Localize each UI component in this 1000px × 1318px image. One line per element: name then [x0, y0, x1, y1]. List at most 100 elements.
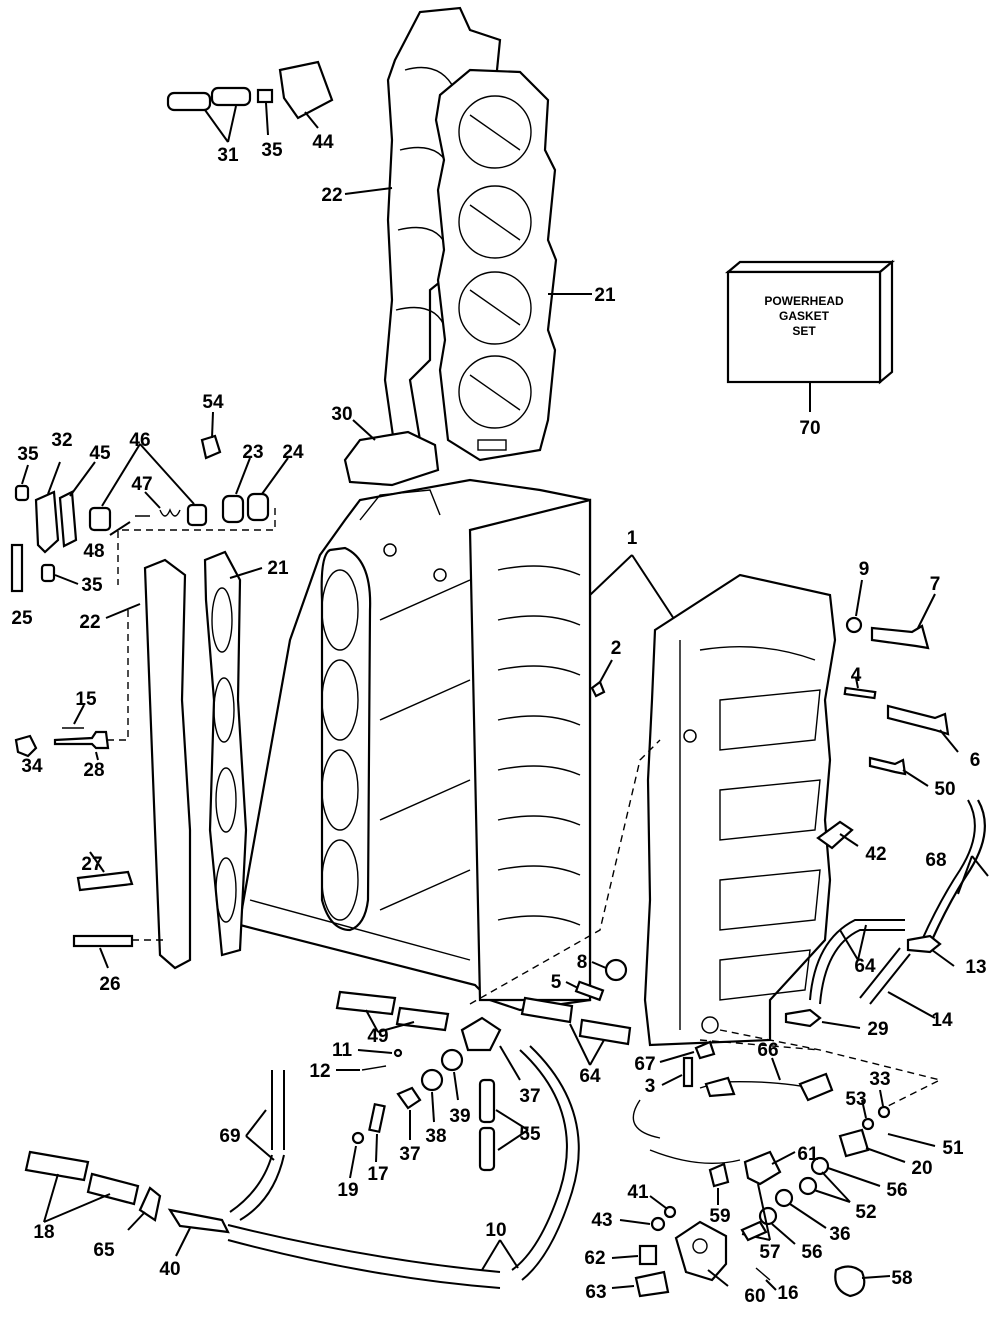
grommet-24-part — [246, 492, 270, 522]
powerhead-gasket-set-box: POWERHEAD GASKET SET — [724, 259, 896, 385]
callout-64-right: 64 — [854, 956, 876, 977]
callout-64-center: 64 — [579, 1066, 601, 1087]
callout-42: 42 — [865, 844, 886, 865]
nut-11-part — [393, 1048, 403, 1058]
callout-29: 29 — [867, 1019, 888, 1040]
hose-64-b-part — [578, 1018, 632, 1046]
fitting-35-top-part — [256, 88, 274, 104]
box-line-1: POWERHEAD — [764, 294, 844, 308]
spring-47-part — [135, 508, 181, 517]
box-line-3: SET — [792, 324, 816, 338]
callout-35-top: 35 — [261, 140, 283, 161]
cylinder-block-part — [238, 478, 592, 1012]
callout-27: 27 — [81, 854, 102, 875]
callout-46: 46 — [129, 430, 150, 451]
callout-6: 6 — [970, 750, 981, 771]
seal-38-part — [420, 1068, 444, 1092]
callout-4: 4 — [851, 665, 862, 686]
callout-21-lower: 21 — [267, 558, 289, 579]
stud-3-part — [682, 1056, 694, 1088]
bolt-6-part — [886, 704, 950, 736]
callout-10: 10 — [485, 1220, 506, 1241]
washer-8-part — [604, 958, 628, 982]
callout-35-mid: 35 — [81, 575, 103, 596]
plug-34-part — [14, 734, 38, 758]
o-ring-39-part — [440, 1048, 464, 1072]
gasket-45-part — [58, 490, 78, 548]
washer-53-part — [861, 1117, 875, 1131]
callout-48: 48 — [83, 541, 104, 562]
exhaust-gasket-lower-part — [203, 550, 248, 957]
callout-65: 65 — [93, 1240, 115, 1261]
callout-3: 3 — [645, 1076, 656, 1097]
grommet-56-bottom-part — [758, 1206, 778, 1226]
callout-59: 59 — [709, 1206, 730, 1227]
callout-54: 54 — [202, 392, 224, 413]
callout-37-right: 37 — [519, 1086, 540, 1107]
callout-36: 36 — [829, 1224, 850, 1245]
callout-62: 62 — [584, 1248, 605, 1269]
fitting-67-part — [694, 1040, 716, 1060]
nut-19-part — [351, 1131, 365, 1145]
screw-50-part — [868, 756, 907, 776]
callout-24: 24 — [282, 442, 304, 463]
bolt-7-part — [870, 624, 930, 650]
sensor-42-part — [816, 820, 854, 850]
callout-13: 13 — [965, 957, 986, 978]
callout-11: 11 — [332, 1040, 353, 1061]
callout-25: 25 — [11, 608, 33, 629]
callout-23: 23 — [242, 442, 263, 463]
callout-53: 53 — [845, 1089, 866, 1110]
hose-49-b-part — [395, 1006, 450, 1032]
head-gasket-top-part — [434, 68, 558, 462]
bracket-61-part — [743, 1150, 782, 1186]
callout-28: 28 — [83, 760, 104, 781]
hose-49-a-part — [335, 990, 397, 1016]
callout-17: 17 — [367, 1164, 388, 1185]
callout-18: 18 — [33, 1222, 54, 1243]
hose-31-part — [166, 86, 252, 112]
callout-69: 69 — [219, 1126, 240, 1147]
hose-18-b-part — [86, 1172, 140, 1206]
callout-66: 66 — [757, 1040, 778, 1061]
callout-33: 33 — [869, 1069, 890, 1090]
valve-28-part — [53, 730, 110, 750]
callout-20: 20 — [911, 1158, 932, 1179]
callout-35-left: 35 — [17, 444, 39, 465]
callout-34: 34 — [21, 756, 43, 777]
callout-41: 41 — [627, 1182, 649, 1203]
fitting-35-mid-part — [40, 563, 56, 583]
screw-12-part — [361, 1065, 387, 1071]
hose-18-a-part — [24, 1150, 90, 1182]
fitting-5-part — [574, 980, 605, 1002]
callout-labels: 1 2 3 4 5 6 7 8 9 10 11 12 13 14 15 16 1… — [11, 132, 986, 1307]
tee-40-part — [167, 1208, 230, 1234]
nut-41-part — [663, 1205, 677, 1219]
callout-45: 45 — [89, 443, 111, 464]
callout-2: 2 — [611, 638, 622, 659]
callout-39: 39 — [449, 1106, 470, 1127]
hose-55-a-part — [478, 1078, 496, 1124]
housing-37-top-part — [460, 1016, 502, 1052]
callout-63: 63 — [585, 1282, 606, 1303]
grommet-52-part — [798, 1176, 818, 1196]
callout-40: 40 — [159, 1259, 180, 1280]
washer-9-part — [845, 616, 863, 634]
callout-56-top: 56 — [886, 1180, 907, 1201]
callout-1: 1 — [627, 528, 638, 549]
grommet-56-top-part — [810, 1156, 830, 1176]
callout-16: 16 — [777, 1283, 798, 1304]
screw-25-part — [10, 543, 24, 593]
callout-14: 14 — [931, 1010, 953, 1031]
bolt-26-part — [72, 934, 134, 948]
callout-57: 57 — [759, 1242, 780, 1263]
check-valve-46-part — [88, 506, 112, 532]
callout-8: 8 — [577, 952, 588, 973]
gasket-30-part — [343, 430, 440, 487]
callout-43: 43 — [591, 1210, 612, 1231]
callout-47: 47 — [131, 474, 152, 495]
crankcase-part — [643, 573, 837, 1047]
callout-67: 67 — [634, 1054, 655, 1075]
plug-37-lower-part — [396, 1086, 422, 1110]
